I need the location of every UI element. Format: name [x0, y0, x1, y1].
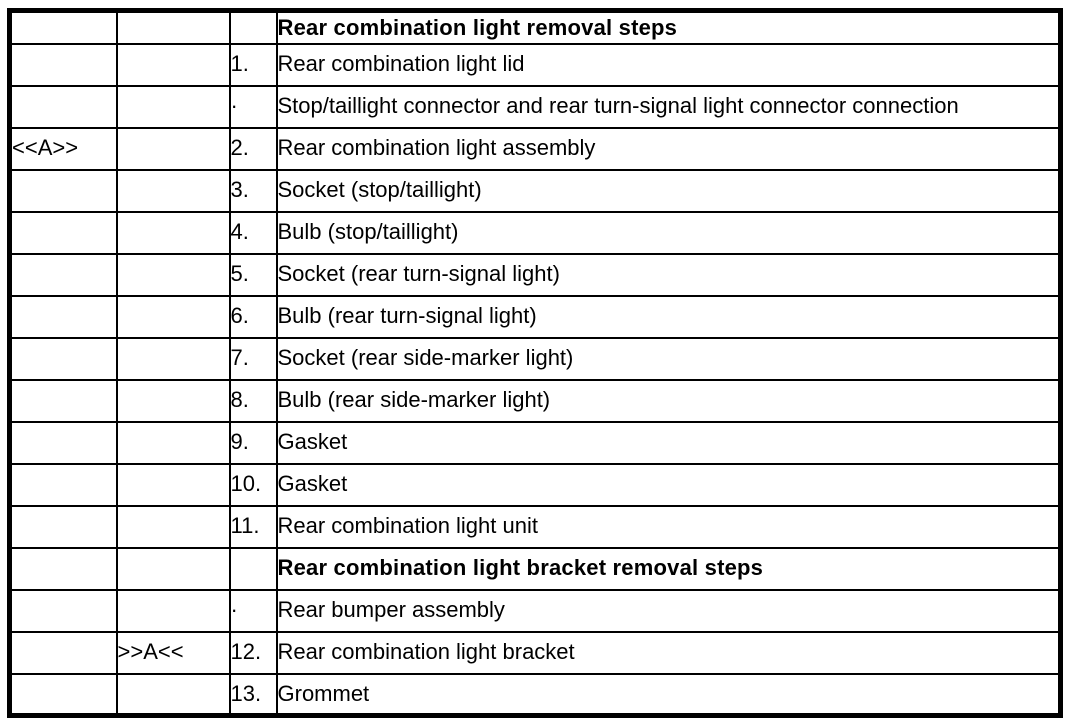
table-row: · Stop/taillight connector and rear turn… — [8, 84, 1062, 129]
removal-mark-cell — [8, 210, 118, 255]
installation-mark-cell — [115, 84, 231, 129]
description-cell: Gasket — [275, 462, 1062, 507]
removal-mark-cell — [8, 378, 118, 423]
installation-mark-cell — [115, 546, 231, 591]
step-number-cell: 11. — [228, 504, 278, 549]
table-row: · Rear bumper assembly — [8, 588, 1062, 633]
description-cell: Rear combination light removal steps — [275, 9, 1062, 45]
description-cell: Rear combination light bracket removal s… — [275, 546, 1062, 591]
description-cell: Socket (rear side-marker light) — [275, 336, 1062, 381]
step-number-cell: 7. — [228, 336, 278, 381]
installation-mark-cell — [115, 294, 231, 339]
removal-mark-cell — [8, 252, 118, 297]
installation-mark-cell — [115, 168, 231, 213]
removal-steps-table-body: Rear combination light removal steps 1. … — [8, 9, 1062, 717]
removal-mark-cell — [8, 294, 118, 339]
installation-mark-cell — [115, 9, 231, 45]
installation-mark-cell — [115, 462, 231, 507]
removal-mark-cell — [8, 168, 118, 213]
description-cell: Stop/taillight connector and rear turn-s… — [275, 84, 1062, 129]
step-number-cell: 9. — [228, 420, 278, 465]
description-cell: Rear bumper assembly — [275, 588, 1062, 633]
description-cell: Bulb (stop/taillight) — [275, 210, 1062, 255]
step-number-cell: 10. — [228, 462, 278, 507]
table-row: 11. Rear combination light unit — [8, 504, 1062, 549]
table-row: 1. Rear combination light lid — [8, 42, 1062, 87]
step-number-cell: 8. — [228, 378, 278, 423]
step-number-cell: 13. — [228, 672, 278, 717]
removal-steps-table: Rear combination light removal steps 1. … — [7, 8, 1063, 718]
removal-mark-cell — [8, 630, 118, 675]
description-cell: Rear combination light bracket — [275, 630, 1062, 675]
description-cell: Socket (rear turn-signal light) — [275, 252, 1062, 297]
installation-mark-cell — [115, 210, 231, 255]
description-cell: Grommet — [275, 672, 1062, 717]
table-row: 4. Bulb (stop/taillight) — [8, 210, 1062, 255]
step-number-cell: 2. — [228, 126, 278, 171]
table-row: 8. Bulb (rear side-marker light) — [8, 378, 1062, 423]
description-cell: Rear combination light unit — [275, 504, 1062, 549]
description-cell: Rear combination light lid — [275, 42, 1062, 87]
installation-mark-cell — [115, 672, 231, 717]
step-number-cell: 3. — [228, 168, 278, 213]
removal-mark-cell — [8, 546, 118, 591]
step-number-cell: · — [228, 84, 278, 129]
table-row: 5. Socket (rear turn-signal light) — [8, 252, 1062, 297]
removal-mark-cell: <<A>> — [8, 126, 118, 171]
installation-mark-cell — [115, 252, 231, 297]
step-number-cell: 12. — [228, 630, 278, 675]
table-row: 3. Socket (stop/taillight) — [8, 168, 1062, 213]
table-row: 9. Gasket — [8, 420, 1062, 465]
installation-mark-cell: >>A<< — [115, 630, 231, 675]
installation-mark-cell — [115, 42, 231, 87]
table-row: Rear combination light removal steps — [8, 9, 1062, 45]
step-number-cell — [228, 9, 278, 45]
step-number-cell: 6. — [228, 294, 278, 339]
description-cell: Socket (stop/taillight) — [275, 168, 1062, 213]
removal-mark-cell — [8, 588, 118, 633]
installation-mark-cell — [115, 588, 231, 633]
table-row: 13. Grommet — [8, 672, 1062, 717]
installation-mark-cell — [115, 504, 231, 549]
step-number-cell: 4. — [228, 210, 278, 255]
description-cell: Rear combination light assembly — [275, 126, 1062, 171]
installation-mark-cell — [115, 336, 231, 381]
table-row: <<A>> 2. Rear combination light assembly — [8, 126, 1062, 171]
step-number-cell: · — [228, 588, 278, 633]
removal-mark-cell — [8, 42, 118, 87]
table-row: 7. Socket (rear side-marker light) — [8, 336, 1062, 381]
description-cell: Bulb (rear side-marker light) — [275, 378, 1062, 423]
table-row: 6. Bulb (rear turn-signal light) — [8, 294, 1062, 339]
table-row: 10. Gasket — [8, 462, 1062, 507]
removal-mark-cell — [8, 504, 118, 549]
removal-mark-cell — [8, 336, 118, 381]
table-row: Rear combination light bracket removal s… — [8, 546, 1062, 591]
step-number-cell: 5. — [228, 252, 278, 297]
step-number-cell: 1. — [228, 42, 278, 87]
step-number-cell — [228, 546, 278, 591]
description-cell: Bulb (rear turn-signal light) — [275, 294, 1062, 339]
table-row: >>A<< 12. Rear combination light bracket — [8, 630, 1062, 675]
installation-mark-cell — [115, 378, 231, 423]
description-cell: Gasket — [275, 420, 1062, 465]
removal-mark-cell — [8, 420, 118, 465]
removal-mark-cell — [8, 462, 118, 507]
removal-mark-cell — [8, 9, 118, 45]
installation-mark-cell — [115, 126, 231, 171]
removal-mark-cell — [8, 84, 118, 129]
removal-mark-cell — [8, 672, 118, 717]
installation-mark-cell — [115, 420, 231, 465]
